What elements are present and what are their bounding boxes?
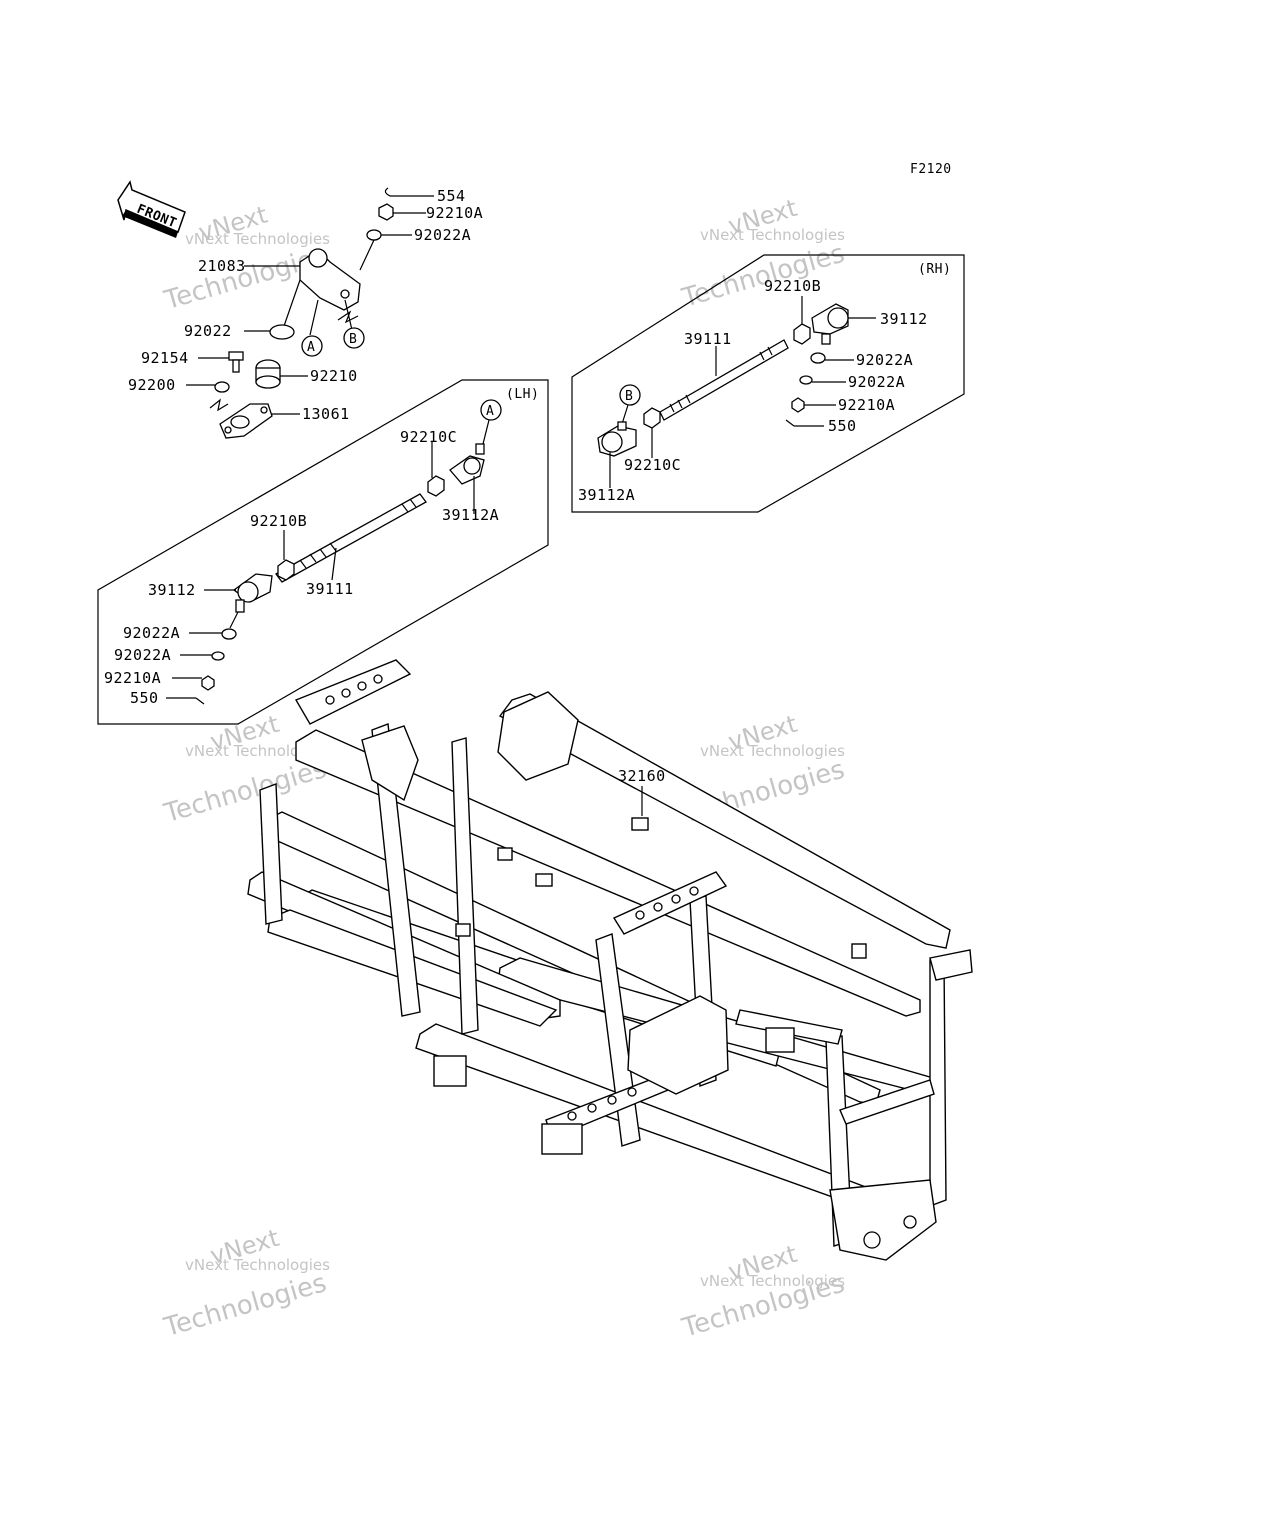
tie-rod-39111-rh: [659, 339, 789, 421]
washer-92022a-rh-1: [810, 352, 854, 364]
label-13061: 13061: [302, 405, 350, 423]
label-554: 554: [437, 187, 466, 205]
label-550-lh: 550: [130, 689, 159, 707]
watermark-top-right: vNext Technologies vNext Technologies: [678, 194, 848, 314]
nut-92210a-top: [378, 203, 426, 221]
svg-text:vNext Technologies: vNext Technologies: [700, 742, 845, 760]
label-92210: 92210: [310, 367, 358, 385]
label-92210b-lh: 92210B: [250, 512, 307, 530]
label-92022a-rh-2: 92022A: [848, 373, 905, 391]
label-92022a-lh-2: 92022A: [114, 646, 171, 664]
nut-92210b-rh: [793, 296, 811, 345]
cotter-pin-550-lh: [166, 697, 205, 705]
label-92210a-lh: 92210A: [104, 669, 161, 687]
svg-text:A: A: [486, 404, 494, 419]
label-92210b-rh: 92210B: [764, 277, 821, 295]
pitman-arm-21083: [244, 239, 375, 336]
lh-group-box: [97, 379, 549, 725]
rh-group-box: [571, 254, 965, 513]
label-550-rh: 550: [828, 417, 857, 435]
svg-text:vNext Technologies: vNext Technologies: [700, 1272, 845, 1290]
label-92022a-lh-1: 92022A: [123, 624, 180, 642]
bracket-13061: [219, 403, 300, 439]
nut-92210a-rh: [791, 397, 836, 413]
tie-rod-end-39112a-lh: [449, 443, 485, 514]
label-39112a-lh: 39112A: [442, 506, 499, 524]
label-21083: 21083: [198, 257, 246, 275]
callout-b-rh: B: [619, 384, 641, 425]
figure-code: F2120: [910, 162, 952, 177]
svg-text:vNext Technologies: vNext Technologies: [185, 1256, 330, 1274]
label-92210c-rh: 92210C: [624, 456, 681, 474]
label-39112-lh: 39112: [148, 581, 196, 599]
frame-32160: [247, 659, 973, 1261]
lh-group-label: (LH): [506, 387, 539, 402]
svg-text:Technologies: Technologies: [160, 1268, 330, 1343]
washer-92022: [244, 324, 295, 340]
washer-92022a-lh-2: [180, 651, 225, 661]
nut-92210c-rh: [643, 407, 661, 458]
label-39112a-rh: 39112A: [578, 486, 635, 504]
cotter-pin-550-rh: [785, 419, 824, 427]
label-32160: 32160: [618, 767, 666, 785]
label-92022a-top: 92022A: [414, 226, 471, 244]
callout-a-top: A: [301, 335, 323, 357]
tie-rod-39111-lh: [275, 493, 427, 583]
label-92210a-top: 92210A: [426, 204, 483, 222]
watermark-bottom-left: vNext Technologies vNext Technologies: [160, 1224, 330, 1343]
label-92022a-rh-1: 92022A: [856, 351, 913, 369]
washer-92022a-lh-1: [189, 611, 239, 640]
bushing-92210: [255, 359, 308, 389]
cotter-pin-554: [384, 187, 434, 197]
nut-92210a-lh: [172, 675, 215, 691]
label-92210a-rh: 92210A: [838, 396, 895, 414]
washer-92022a-top: [366, 229, 412, 241]
nut-92210b-lh: [277, 530, 295, 581]
svg-text:Technologies: Technologies: [160, 754, 330, 829]
watermark-bottom-right: vNext Technologies vNext Technologies: [678, 1240, 848, 1344]
svg-text:B: B: [625, 389, 633, 404]
washer-92200: [186, 381, 230, 393]
label-92210c-lh: 92210C: [400, 428, 457, 446]
label-39112-rh: 39112: [880, 310, 928, 328]
callout-a-lh: A: [480, 399, 502, 445]
label-92022: 92022: [184, 322, 232, 340]
break-mark-top: [337, 310, 359, 324]
label-39111-lh: 39111: [306, 580, 354, 598]
tie-rod-end-39112-rh: [811, 303, 876, 345]
bolt-92154: [198, 351, 244, 373]
svg-text:vNext Technologies: vNext Technologies: [700, 226, 845, 244]
front-arrow-icon: FRONT: [117, 180, 186, 238]
callout-b-top: B: [343, 327, 365, 349]
svg-text:B: B: [349, 332, 357, 347]
label-92154: 92154: [141, 349, 189, 367]
label-39111-rh: 39111: [684, 330, 732, 348]
label-92200: 92200: [128, 376, 176, 394]
washer-92022a-rh-2: [799, 375, 846, 385]
tie-rod-end-39112a-rh: [597, 421, 637, 488]
tie-rod-end-39112-lh: [204, 573, 273, 613]
break-mark-mid: [209, 398, 229, 412]
svg-text:A: A: [307, 340, 315, 355]
nut-92210c-lh: [427, 442, 445, 497]
watermark-middle-left: vNext Technologies vNext Technologies: [160, 710, 330, 829]
svg-text:vNext Technologies: vNext Technologies: [185, 230, 330, 248]
rh-group-label: (RH): [918, 262, 951, 277]
svg-text:vNext Technologies: vNext Technologies: [185, 742, 330, 760]
